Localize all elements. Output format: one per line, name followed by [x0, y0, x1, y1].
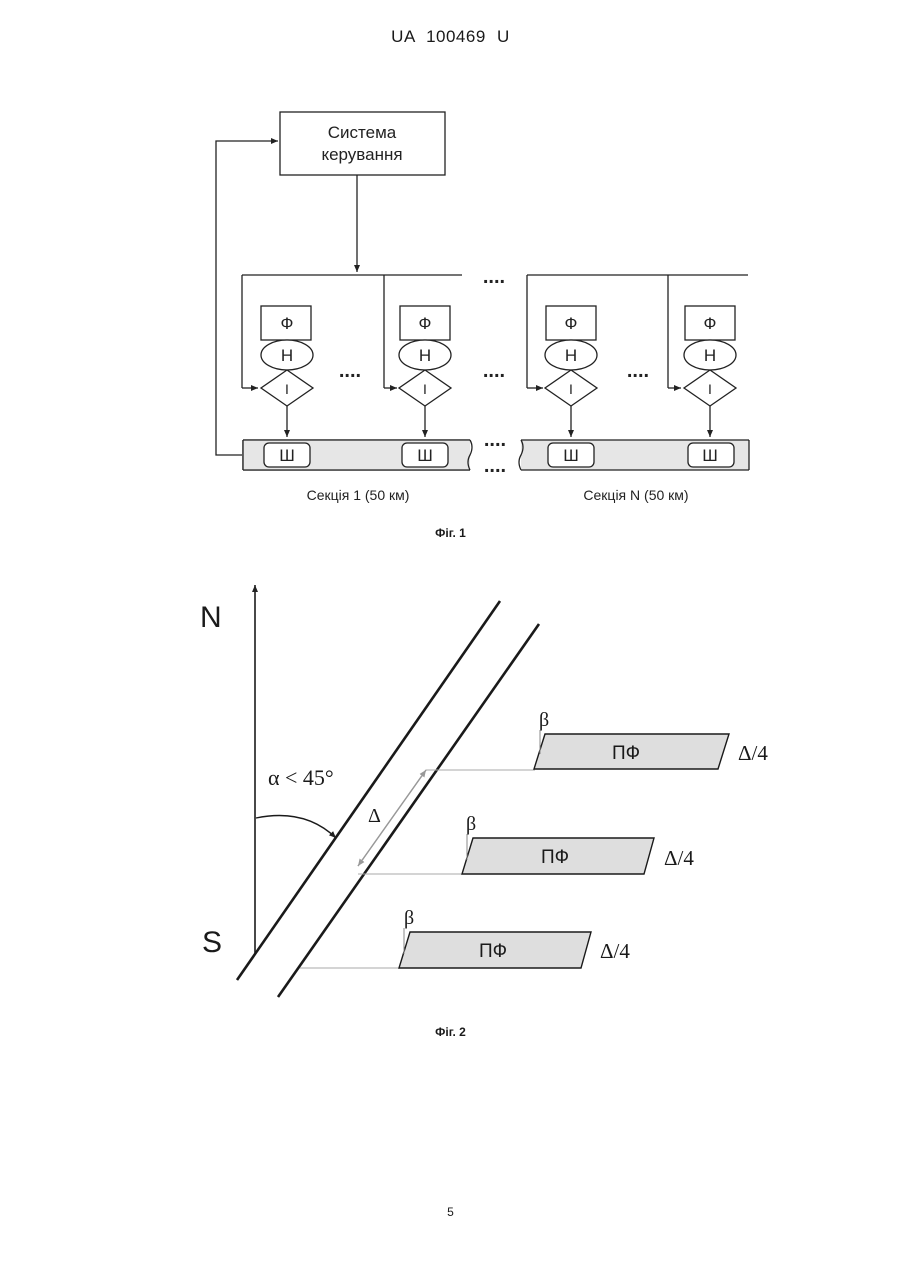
injector-label: І [569, 381, 573, 397]
pf-label-1: ПФ [612, 743, 640, 764]
module-2 [384, 275, 451, 467]
section-n-label: Секція N (50 км) [583, 487, 688, 503]
control-system-box [280, 112, 445, 175]
filter-label: Ф [704, 314, 717, 333]
pf-label-3: ПФ [479, 941, 507, 962]
beta-label-1: β [539, 709, 549, 731]
beta-label-3: β [404, 907, 414, 929]
valve-label: Ш [279, 446, 295, 465]
ellipsis-module-n: .... [627, 360, 649, 382]
control-system-line1: Система [328, 123, 397, 142]
filter-label: Ф [419, 314, 432, 333]
ellipsis-pipe-bottom: .... [484, 455, 506, 477]
valve-label: Ш [563, 446, 579, 465]
injector-label: І [285, 381, 289, 397]
north-label: N [200, 601, 222, 634]
valve-label: Ш [417, 446, 433, 465]
ellipsis-module-1: .... [339, 360, 361, 382]
control-system-line2: керування [321, 145, 402, 164]
delta-quarter-label-1: Δ/4 [738, 741, 768, 765]
ellipsis-top: .... [483, 266, 505, 288]
module-3 [527, 275, 597, 467]
module-1 [242, 275, 313, 467]
ellipsis-pipe-top: .... [484, 429, 506, 451]
filter-label: Ф [281, 314, 294, 333]
pump-label: Н [704, 346, 716, 365]
figure-1 [216, 112, 749, 470]
delta-quarter-label-3: Δ/4 [600, 939, 630, 963]
pipeline-wall-left [237, 601, 500, 980]
figure-1-caption: Фіг. 1 [0, 526, 901, 540]
section-1-label: Секція 1 (50 км) [307, 487, 410, 503]
pump-label: Н [419, 346, 431, 365]
delta-label: Δ [368, 805, 381, 827]
feedback-line [216, 141, 278, 455]
angle-label: α < 45° [268, 765, 334, 790]
pump-label: Н [565, 346, 577, 365]
injector-label: І [423, 381, 427, 397]
figure-2-caption: Фіг. 2 [0, 1025, 901, 1039]
valve-label: Ш [702, 446, 718, 465]
figure-2 [237, 585, 729, 997]
pump-label: Н [281, 346, 293, 365]
delta-quarter-label-2: Δ/4 [664, 846, 694, 870]
south-label: S [202, 926, 222, 959]
ellipsis-middle: .... [483, 360, 505, 382]
injector-label: І [708, 381, 712, 397]
page-number: 5 [0, 1205, 901, 1219]
pf-label-2: ПФ [541, 847, 569, 868]
angle-arc [256, 816, 336, 839]
beta-label-2: β [466, 813, 476, 835]
module-4 [668, 275, 736, 467]
filter-label: Ф [565, 314, 578, 333]
